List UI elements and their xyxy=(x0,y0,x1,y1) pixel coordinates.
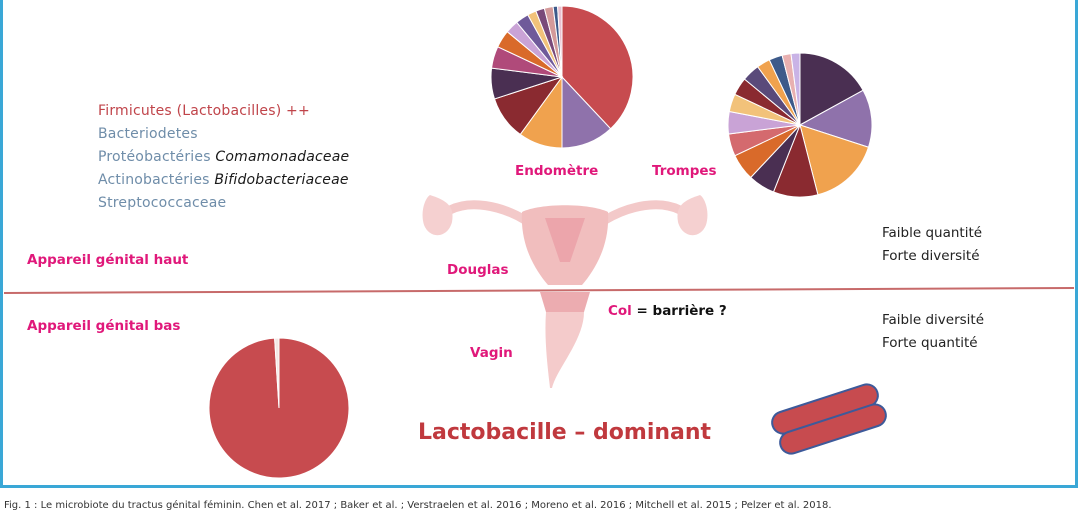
taxon-actinobacteria: Actinobactéries Bifidobacteriaceae xyxy=(98,172,349,188)
info-bas: Faible diversité Forte quantité xyxy=(882,309,984,355)
info-haut-line-1: Faible quantité xyxy=(882,225,983,241)
info-haut: Faible quantité Forte diversité xyxy=(882,222,982,268)
pie-vagin-slice xyxy=(274,337,280,409)
label-trompes: Trompes xyxy=(652,163,717,179)
taxon-proteobacteria: Protéobactéries Comamonadaceae xyxy=(98,149,350,165)
pie-trompes-slice xyxy=(799,124,870,196)
right-ovary xyxy=(677,195,708,236)
taxon-firmicutes: Firmicutes (Lactobacilles) ++ xyxy=(98,103,310,119)
info-haut-line-2: Forte diversité xyxy=(882,248,980,264)
label-lactobacille-dominant: Lactobacille – dominant xyxy=(418,420,712,445)
left-ovary xyxy=(422,195,453,236)
pie-trompes-slice xyxy=(790,52,801,126)
lactobacilli-rods-illustration xyxy=(771,383,887,455)
cervix xyxy=(540,292,590,312)
pie-endometre-slice xyxy=(557,5,563,78)
label-appareil-haut: Appareil génital haut xyxy=(27,252,189,268)
right-tube xyxy=(600,200,685,225)
uterine-cavity xyxy=(545,218,585,262)
pie-trompes-slice xyxy=(799,52,864,126)
label-vagin: Vagin xyxy=(470,345,513,361)
figure-frame xyxy=(0,0,1078,488)
pie-trompes-slice xyxy=(798,89,873,148)
label-douglas: Douglas xyxy=(447,262,509,278)
pie-trompes xyxy=(727,52,873,198)
pie-vagin xyxy=(208,337,350,479)
info-bas-line-2: Forte quantité xyxy=(882,335,978,351)
label-appareil-bas: Appareil génital bas xyxy=(27,318,181,334)
pie-endometre xyxy=(490,5,634,149)
divider-line xyxy=(3,287,1075,294)
uterus-illustration xyxy=(422,195,708,388)
label-col: Col = barrière ? xyxy=(608,303,727,319)
vaginal-canal xyxy=(545,312,584,388)
rod-2 xyxy=(779,403,887,455)
figure-caption: Fig. 1 : Le microbiote du tractus génita… xyxy=(4,500,832,511)
pie-endometre-slice xyxy=(561,5,634,130)
taxa-list: Firmicutes (Lactobacilles) ++ Bacteriode… xyxy=(98,100,349,215)
label-endometre: Endomètre xyxy=(515,163,599,179)
info-bas-line-1: Faible diversité xyxy=(882,312,985,328)
taxon-bacteroidetes: Bacteriodetes xyxy=(98,126,198,142)
left-tube xyxy=(445,200,530,225)
taxon-streptococcaceae: Streptococcaceae xyxy=(98,195,227,211)
